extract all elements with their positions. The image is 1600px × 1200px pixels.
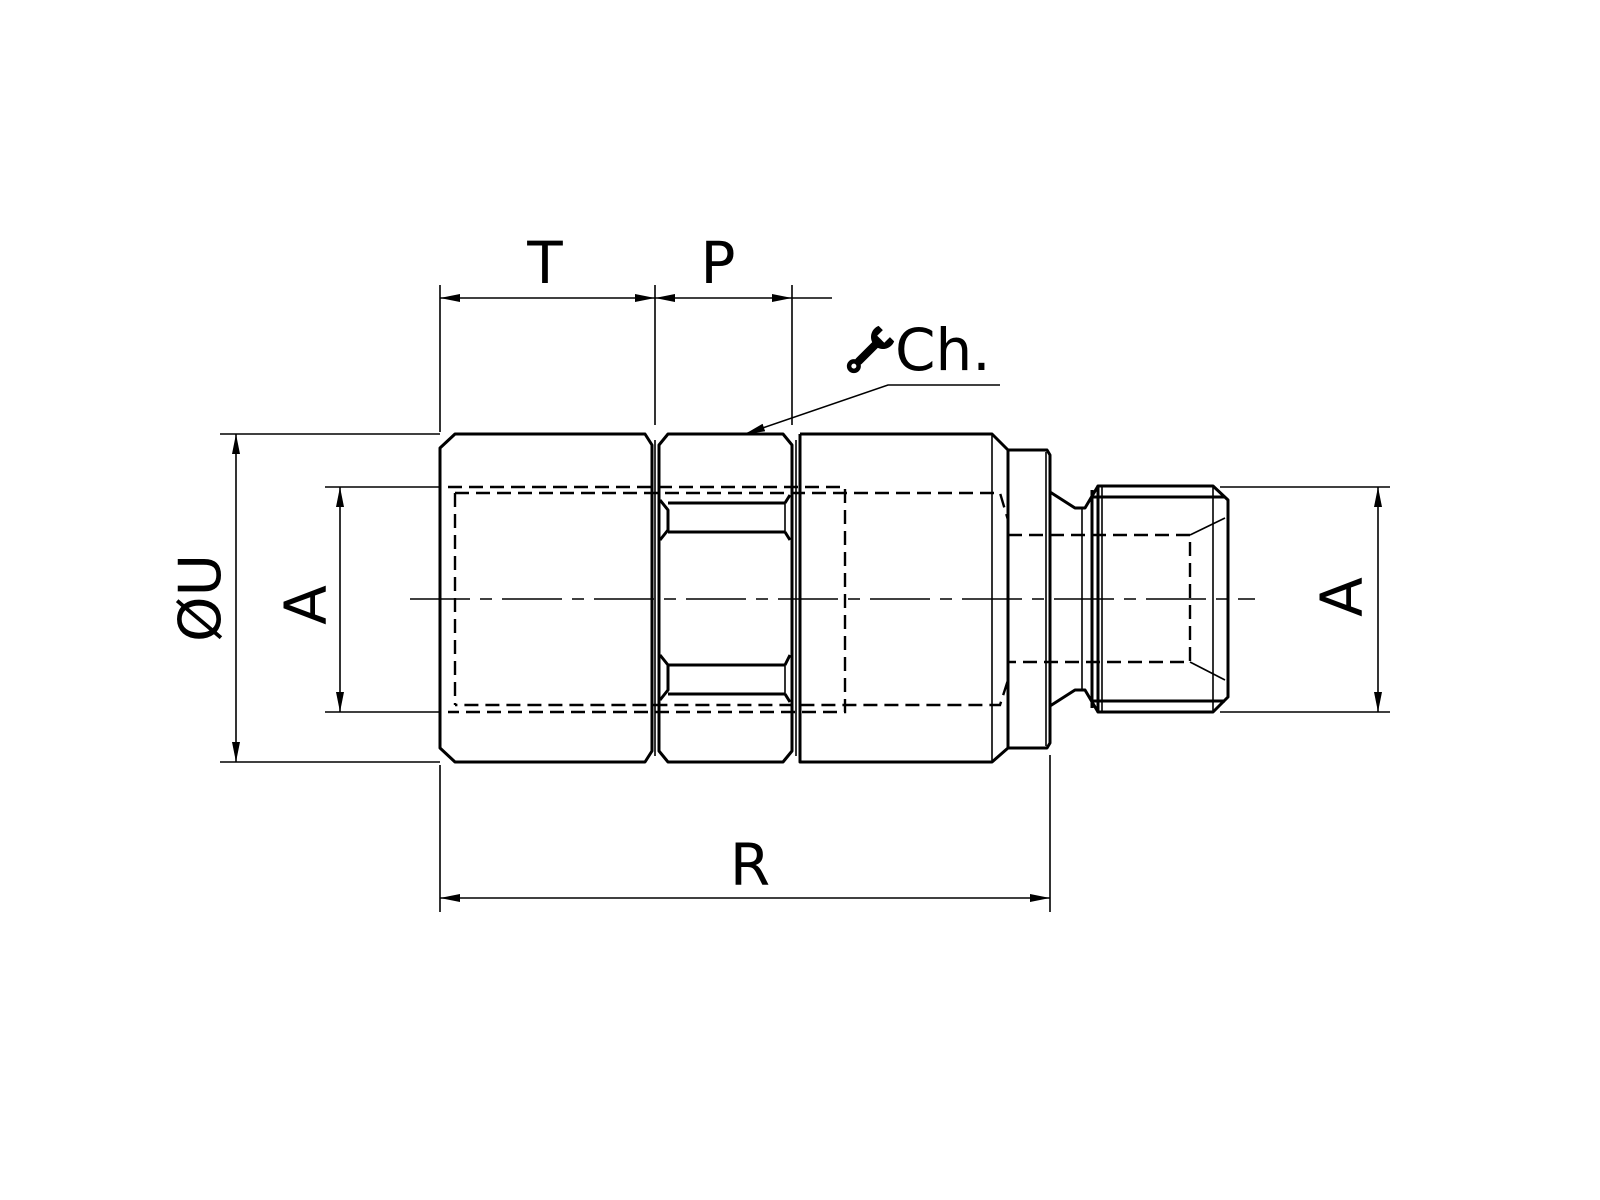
label-a-right: A xyxy=(1308,577,1376,617)
label-u: ØU xyxy=(166,554,234,642)
label-t: T xyxy=(526,229,563,297)
wrench-icon xyxy=(846,325,895,374)
dimensions xyxy=(220,285,1390,912)
label-a-left: A xyxy=(272,585,340,625)
label-p: P xyxy=(701,229,736,297)
ch-leader xyxy=(744,384,1000,435)
label-ch: Ch. xyxy=(895,316,991,384)
label-r: R xyxy=(730,831,770,899)
